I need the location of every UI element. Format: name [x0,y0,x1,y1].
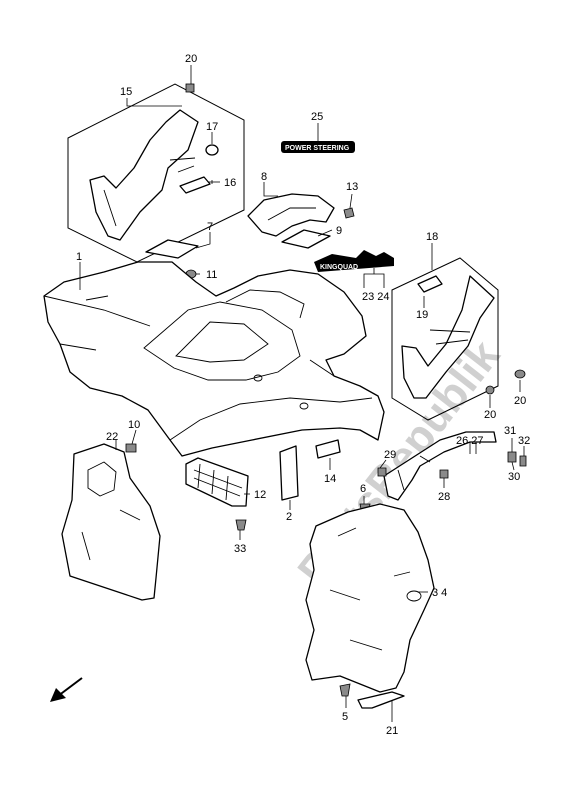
nut-20-inner [485,385,495,395]
callout-14: 14 [324,473,336,485]
inner-panel-18 [401,275,495,399]
clip-17 [205,144,219,156]
svg-text:POWER STEERING: POWER STEERING [285,145,350,152]
clip-13 [343,207,355,219]
nut-29 [377,467,387,477]
callout-2: 2 [286,511,292,523]
callout-22: 22 [106,431,118,443]
pad-7 [145,239,199,259]
callout-18: 18 [426,231,438,243]
emblem-power-steering: POWER STEERING [281,141,355,153]
front-fender-1 [43,261,385,457]
bolt-32 [519,455,527,467]
svg-text:KINGQUAD: KINGQUAD [320,264,358,271]
callout-9: 9 [336,225,342,237]
callout-17: 17 [206,121,218,133]
callout-20-top: 20 [185,53,197,65]
pad-2 [279,445,299,501]
callout-31: 31 [504,425,516,437]
seal-21 [357,691,405,709]
callout-12: 12 [254,489,266,501]
callout-15: 15 [120,86,132,98]
callout-32: 32 [518,435,530,447]
bolt-30 [507,451,517,463]
inner-fender-3-4 [305,503,435,693]
mud-guard-22 [61,443,161,601]
callout-11: 11 [206,269,217,281]
pad-16 [179,176,211,194]
group-box-15 [67,83,245,263]
callout-1: 1 [76,251,82,263]
clip-33 [235,519,247,531]
callout-25: 25 [311,111,323,123]
callouts: 20 15 17 16 7 11 8 9 13 25 23 24 1 18 19… [76,53,530,737]
leader-lines [79,65,525,722]
screw-28 [439,469,449,479]
emblem-kingquad: KINGQUAD [314,250,394,272]
callout-10: 10 [128,419,140,431]
callout-20-mid: 20 [484,409,496,421]
group-box-18 [391,257,499,421]
callout-26-27: 26 27 [456,435,484,447]
clip-5 [339,683,351,697]
callout-21: 21 [386,725,398,737]
bolt-10 [125,443,137,453]
callout-29: 29 [384,449,396,461]
front-arrow-icon [50,677,83,702]
callout-20-right: 20 [514,395,526,407]
pad-14 [315,439,341,459]
callout-8: 8 [261,171,267,183]
callout-30: 30 [508,471,520,483]
callout-28: 28 [438,491,450,503]
callout-13: 13 [346,181,358,193]
callout-6: 6 [360,483,366,495]
grille-12 [185,457,249,507]
callout-3-4: 3 4 [432,587,447,599]
callout-33: 33 [234,543,246,555]
callout-5: 5 [342,711,348,723]
nut-20-right [514,369,526,379]
inner-panel-15 [89,109,199,241]
callout-19: 19 [416,309,428,321]
pad-9 [281,229,331,249]
callout-16: 16 [224,177,236,189]
nut-20-top [185,83,195,93]
callout-23-24: 23 24 [362,291,390,303]
cover-8 [247,193,335,237]
pad-19 [417,275,443,293]
callout-7: 7 [207,221,213,233]
